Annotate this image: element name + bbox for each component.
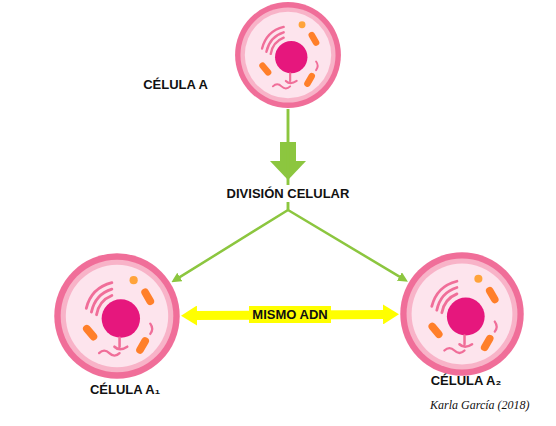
same-dna-arrow [193, 314, 387, 315]
division-arrow [176, 109, 288, 279]
cell-drawing [399, 251, 525, 377]
cell-label: CÉLULA A₂ [431, 373, 502, 388]
cell-label: CÉLULA A₁ [90, 382, 160, 397]
cell-drawing [234, 1, 342, 109]
credit-note: Karla García (2018) [430, 398, 530, 413]
cell-node: CÉLULA A₂ [399, 251, 525, 377]
edge-label: MISMO ADN [249, 306, 330, 323]
cell-node: CÉLULA A₁ [53, 252, 181, 380]
cell-drawing [53, 252, 181, 380]
division-arrow [288, 109, 403, 279]
edge-label: DIVISIÓN CELULAR [224, 185, 353, 202]
cell-label: CÉLULA A [143, 77, 208, 92]
cell-node: CÉLULA A [234, 1, 342, 109]
